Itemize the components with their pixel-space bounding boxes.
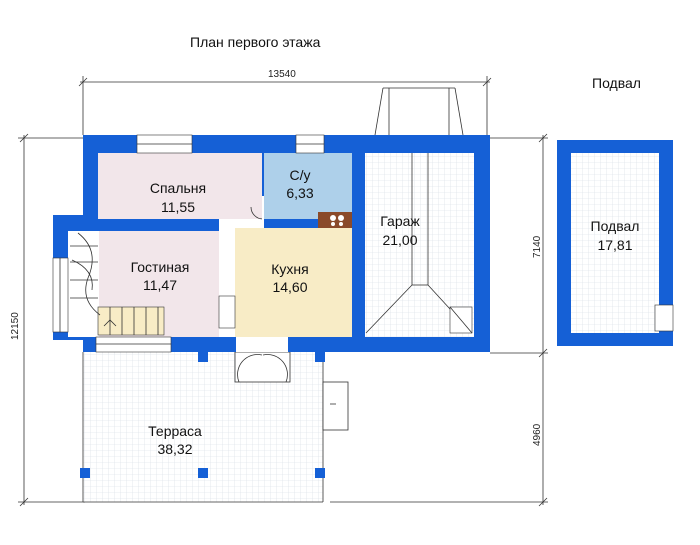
terrace-bench — [322, 381, 349, 431]
dimension-right-house-label: 7140 — [532, 235, 543, 258]
basement-area: 17,81 — [597, 237, 632, 253]
dimension-left-label: 12150 — [10, 312, 21, 340]
living-name: Гостиная — [131, 259, 190, 275]
garage-roof-lines — [365, 153, 473, 334]
dimension-top-label: 13540 — [268, 69, 296, 80]
kitchen-name: Кухня — [271, 261, 308, 277]
terrace-area: 38,32 — [157, 441, 192, 457]
basement: Подвал 17,81 — [557, 140, 674, 346]
dimension-right: 7140 4960 — [330, 133, 548, 507]
bathroom-name: С/у — [290, 167, 311, 183]
terrace-column — [80, 468, 90, 478]
bathroom-area: 6,33 — [286, 185, 313, 201]
living-area: 11,47 — [143, 277, 177, 293]
dimension-left: 12150 — [10, 133, 85, 507]
kitchen-stove — [318, 212, 352, 228]
garage-area: 21,00 — [382, 232, 417, 248]
dimension-right-terrace-label: 4960 — [532, 423, 543, 446]
basement-name: Подвал — [591, 218, 640, 234]
terrace-column — [198, 468, 208, 478]
terrace-column — [315, 468, 325, 478]
terrace-name: Терраса — [148, 423, 202, 439]
entrance-porch — [234, 351, 291, 383]
garage-canopy — [374, 87, 464, 136]
room-bedroom — [98, 153, 262, 219]
kitchen-area: 14,60 — [272, 279, 307, 295]
room-corridor-top — [219, 219, 264, 228]
bedroom-name: Спальня — [150, 180, 206, 196]
staircase — [70, 232, 165, 336]
basement-title: Подвал — [592, 75, 641, 91]
room-bathroom — [264, 153, 352, 219]
terrace-column — [315, 352, 325, 362]
garage-name: Гараж — [380, 213, 420, 229]
doors — [221, 196, 288, 352]
terrace: Терраса 38,32 — [80, 352, 349, 503]
room-garage — [365, 153, 474, 337]
room-kitchen — [235, 228, 352, 337]
plan-title: План первого этажа — [190, 34, 321, 50]
dimension-top: 13540 — [78, 69, 492, 135]
terrace-column — [198, 352, 208, 362]
bedroom-area: 11,55 — [161, 199, 195, 215]
room-staircase — [68, 231, 99, 337]
windows — [52, 134, 325, 353]
